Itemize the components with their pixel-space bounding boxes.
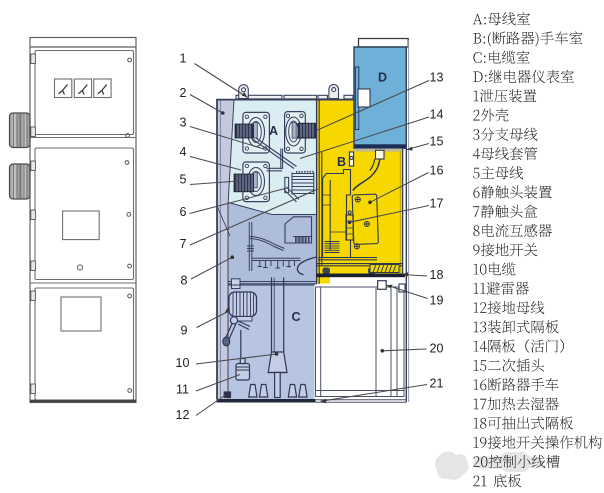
svg-text:B: B: [337, 155, 346, 169]
svg-text:4: 4: [180, 145, 187, 159]
svg-text:16: 16: [430, 164, 444, 178]
svg-text:12: 12: [176, 408, 190, 422]
svg-text:8: 8: [181, 274, 188, 288]
svg-text:20: 20: [430, 342, 444, 356]
svg-text:13: 13: [430, 71, 444, 85]
svg-text:1: 1: [180, 52, 187, 66]
svg-text:21: 21: [430, 377, 444, 391]
svg-text:15: 15: [430, 135, 444, 149]
svg-text:D: D: [378, 71, 387, 85]
svg-text:7: 7: [180, 237, 187, 251]
svg-text:3: 3: [180, 116, 187, 130]
svg-text:18: 18: [430, 268, 444, 282]
svg-text:A: A: [269, 124, 278, 138]
svg-text:11: 11: [176, 383, 189, 397]
svg-text:2: 2: [180, 86, 187, 100]
svg-text:5: 5: [180, 173, 187, 187]
svg-text:6: 6: [180, 205, 187, 219]
svg-text:19: 19: [430, 294, 444, 308]
svg-text:9: 9: [181, 324, 188, 338]
svg-text:17: 17: [430, 197, 444, 211]
svg-text:14: 14: [430, 108, 444, 122]
svg-text:10: 10: [176, 356, 190, 370]
svg-text:C: C: [291, 310, 300, 324]
